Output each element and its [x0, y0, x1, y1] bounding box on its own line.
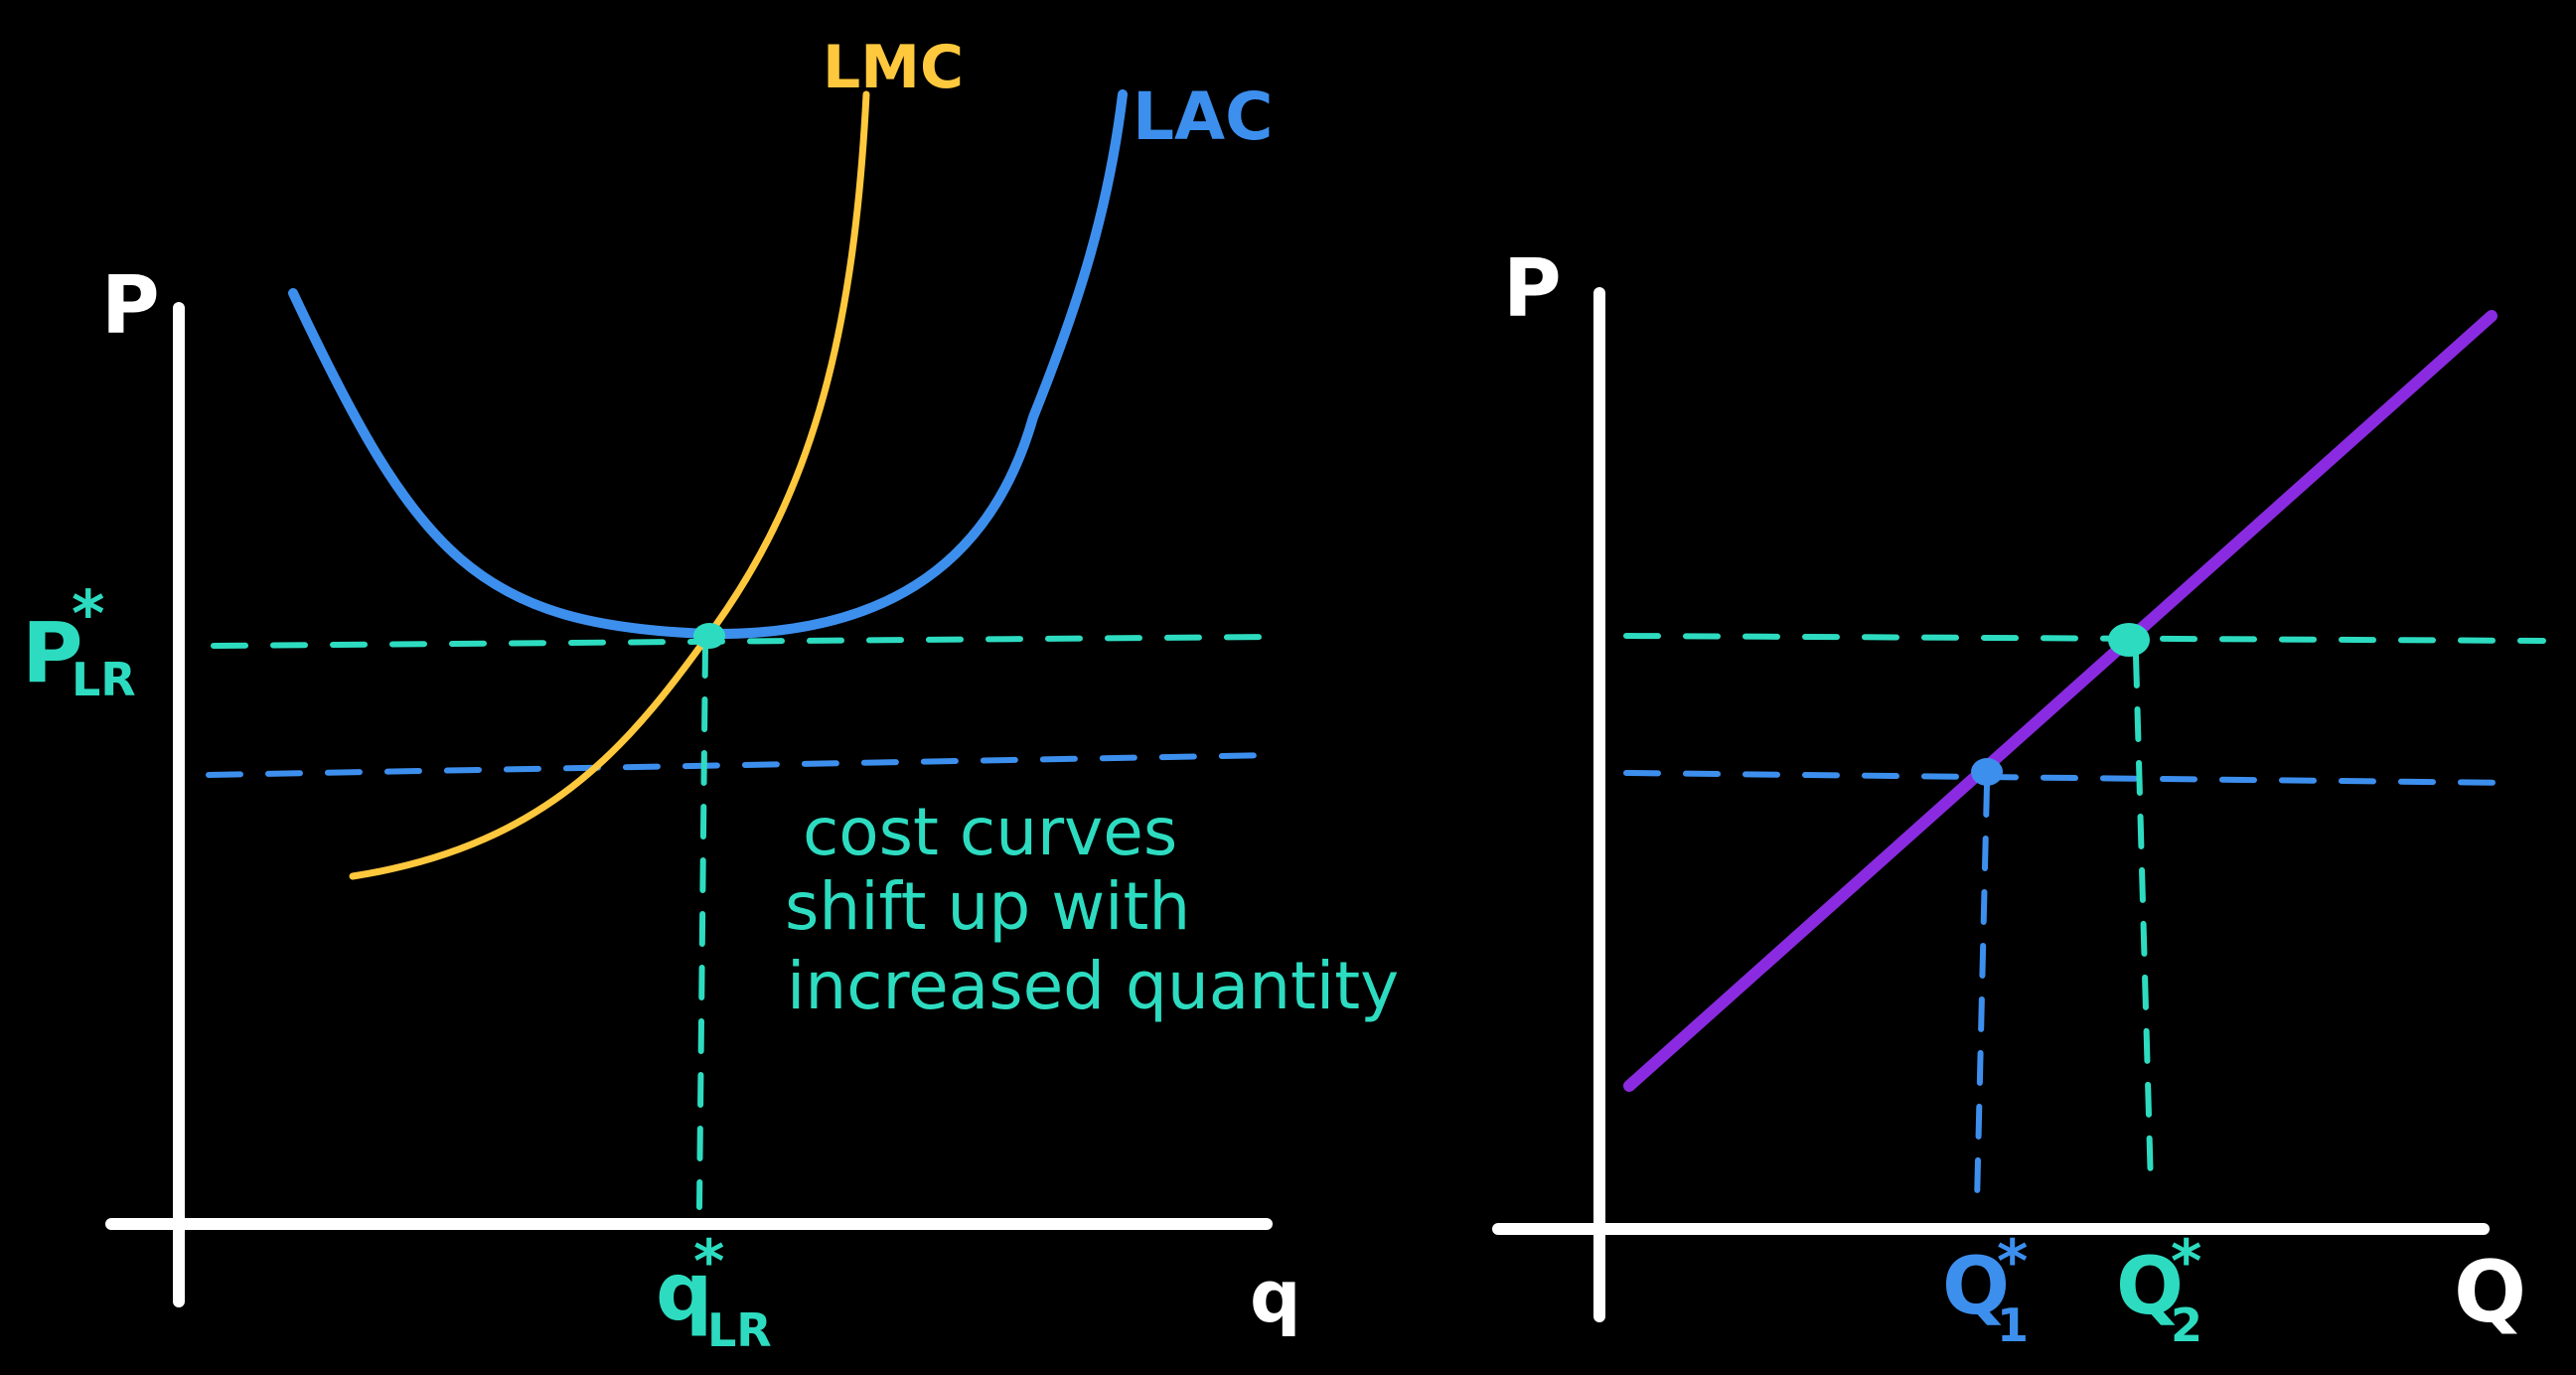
- q1-sub: 1: [1997, 1299, 2029, 1352]
- price-lr-label: P * LR: [22, 578, 136, 706]
- point-q2: [2108, 623, 2150, 657]
- lmc-curve: [349, 90, 870, 880]
- left-y-axis-label: P: [101, 259, 160, 352]
- q2-sub: 2: [2171, 1299, 2202, 1352]
- q2-label: Q * 2: [2116, 1227, 2202, 1352]
- q2-main: Q: [2116, 1240, 2184, 1332]
- price-lr-sup: *: [72, 578, 104, 652]
- left-graph: P q LMC LAC P * LR q * LR cost curves sh…: [22, 33, 1399, 1357]
- annotation: cost curves shift up with increased quan…: [785, 794, 1399, 1024]
- quantity-lr-label: q * LR: [656, 1227, 772, 1357]
- q1-label: Q * 1: [1942, 1227, 2029, 1352]
- left-x-axis-label: q: [1250, 1255, 1301, 1338]
- right-price-line-low: [1623, 770, 2516, 786]
- quantity-lr-main: q: [656, 1246, 712, 1338]
- q1-drop-line: [1974, 782, 1990, 1205]
- lac-curve: [288, 89, 1128, 640]
- annotation-line-3: increased quantity: [787, 948, 1399, 1024]
- quantity-lr-sup: *: [693, 1227, 724, 1297]
- right-x-axis-label: Q: [2454, 1243, 2526, 1342]
- right-price-line-high: [1623, 633, 2546, 644]
- q1-sup: *: [1997, 1227, 2028, 1297]
- left-equilibrium-point: [693, 623, 725, 649]
- quantity-lr-sub: LR: [707, 1303, 772, 1357]
- annotation-line-1: cost curves: [803, 794, 1177, 870]
- annotation-line-2: shift up with: [785, 868, 1190, 945]
- q2-sup: *: [2171, 1227, 2201, 1297]
- price-lr-main: P: [22, 604, 83, 701]
- price-lr-sub: LR: [72, 653, 136, 706]
- lmc-label: LMC: [823, 33, 964, 102]
- q2-drop-line: [2133, 653, 2154, 1190]
- left-price-line-low: [206, 752, 1280, 778]
- right-y-axis-label: P: [1503, 242, 1562, 335]
- lac-label: LAC: [1133, 78, 1274, 155]
- left-quantity-drop-line: [696, 643, 708, 1210]
- right-graph: P Q Q * 1 Q * 2: [1492, 242, 2546, 1352]
- q1-main: Q: [1942, 1240, 2010, 1332]
- point-q1: [1971, 758, 2003, 786]
- left-price-line-high: [211, 634, 1275, 649]
- long-run-supply-curve: [1623, 310, 2498, 1092]
